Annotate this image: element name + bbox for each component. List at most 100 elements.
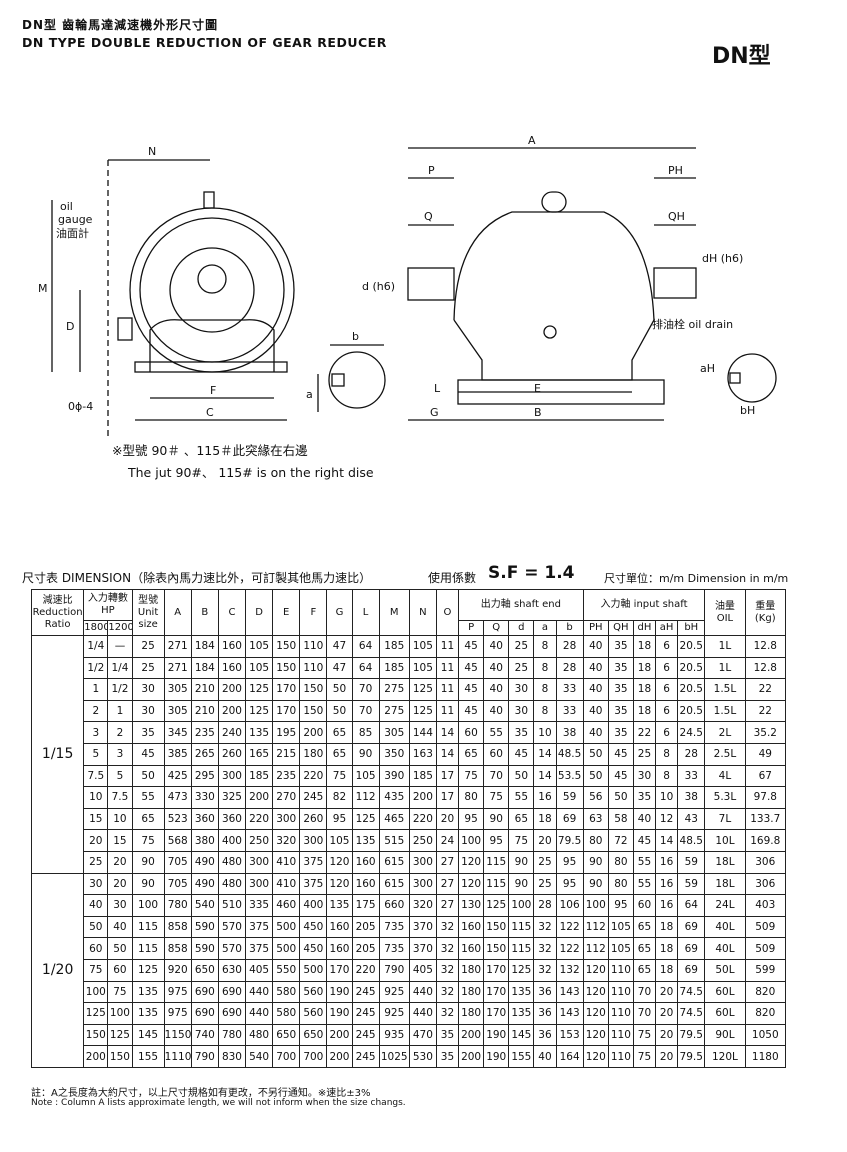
table-cell: 200: [245, 786, 274, 809]
table-cell: 270: [272, 786, 301, 809]
table-cell: 530: [408, 1045, 437, 1068]
table-cell: 700: [272, 1045, 301, 1068]
table-cell: 200: [326, 1045, 353, 1068]
housing-outer-circle: [129, 207, 295, 373]
table-cell: 6: [655, 635, 679, 658]
table-cell: 30: [131, 678, 165, 701]
table-cell: 200: [299, 721, 328, 744]
table-cell: 4L: [704, 764, 746, 788]
table-cell: 32: [435, 1002, 460, 1025]
table-cell: 450: [299, 937, 328, 960]
table-cell: 858: [163, 937, 192, 960]
table-cell: 410: [272, 872, 301, 896]
table-cell: 11: [435, 678, 460, 701]
table-cell: 170: [483, 980, 510, 1004]
table-cell: 50: [326, 678, 353, 701]
table-cell: 360: [217, 807, 247, 831]
table-cell: 250: [245, 829, 274, 852]
table-cell: 185: [408, 764, 437, 788]
table-cell: 25: [533, 850, 557, 874]
table-cell: 25: [632, 742, 657, 766]
table-cell: 60: [83, 937, 109, 960]
table-cell: 50: [326, 699, 353, 723]
table-cell: 690: [190, 980, 219, 1004]
table-cell: 35.2: [744, 721, 787, 744]
table-cell: 110: [299, 656, 328, 680]
left-base-plate: [134, 361, 288, 373]
table-cell: 935: [378, 1023, 410, 1047]
table-cell: 170: [483, 958, 510, 982]
table-cell: 14: [533, 742, 557, 766]
table-cell: 540: [190, 894, 219, 917]
table-cell: 135: [131, 980, 165, 1004]
table-cell: 115: [483, 850, 510, 874]
table-cell: 6: [655, 656, 679, 680]
table-cell: 345: [163, 721, 192, 744]
housing-inner-circle: [139, 217, 285, 363]
table-cell: 10L: [704, 829, 746, 852]
table-cell: 64: [677, 894, 706, 917]
table-cell: 25: [533, 872, 557, 896]
table-cell: 28: [677, 742, 706, 766]
table-cell: 300: [245, 872, 274, 896]
table-cell: 55: [508, 786, 535, 809]
table-cell: 735: [378, 937, 410, 960]
table-cell: 50: [582, 742, 609, 766]
table-cell: 32: [533, 915, 557, 939]
table-cell: 480: [245, 1023, 274, 1047]
table-cell: 1L: [704, 656, 746, 680]
table-cell: 55: [131, 786, 165, 809]
table-cell: 150: [272, 656, 301, 680]
table-cell: 12.8: [744, 656, 787, 680]
table-cell: 245: [351, 1002, 380, 1025]
table-cell: 105: [408, 656, 437, 680]
table-cell: 260: [217, 742, 247, 766]
table-cell: 180: [458, 958, 485, 982]
table-cell: 35: [508, 721, 535, 744]
table-cell: 70: [632, 980, 657, 1004]
table-cell: 660: [378, 894, 410, 917]
table-cell: 120L: [704, 1045, 746, 1068]
table-cell: 17: [435, 786, 460, 809]
table-cell: 30: [508, 699, 535, 723]
input-shaft: [653, 267, 697, 299]
table-cell: 16: [533, 786, 557, 809]
table-cell: 7L: [704, 807, 746, 831]
table-cell: 163: [408, 742, 437, 766]
table-cell: 615: [378, 872, 410, 896]
table-cell: 50: [508, 764, 535, 788]
table-cell: 1/2: [107, 678, 133, 701]
table-cell: 15: [83, 807, 109, 831]
col-E: E: [272, 589, 301, 636]
table-cell: 69: [677, 937, 706, 960]
table-cell: 45: [458, 635, 485, 658]
table-cell: 80: [458, 786, 485, 809]
col-dH: dH: [632, 620, 657, 636]
table-cell: 200: [83, 1045, 109, 1068]
table-cell: 405: [245, 958, 274, 982]
table-cell: 27: [435, 872, 460, 896]
table-cell: 205: [351, 915, 380, 939]
table-cell: 59: [677, 850, 706, 874]
table-cell: 705: [163, 850, 192, 874]
table-cell: 60L: [704, 1002, 746, 1025]
table-cell: 49: [744, 742, 787, 766]
table-cell: 79.5: [677, 1023, 706, 1047]
table-cell: 63: [582, 807, 609, 831]
table-cell: 170: [326, 958, 353, 982]
table-cell: 858: [163, 915, 192, 939]
table-cell: 7.5: [83, 764, 109, 788]
table-cell: 370: [408, 915, 437, 939]
table-cell: 8: [533, 678, 557, 701]
table-cell: 7.5: [107, 786, 133, 809]
label-gauge-cn: 油面計: [56, 226, 89, 240]
table-cell: 170: [483, 1002, 510, 1025]
table-cell: 110: [299, 635, 328, 658]
table-cell: 74.5: [677, 980, 706, 1004]
table-cell: 112: [582, 915, 609, 939]
table-cell: 32: [435, 937, 460, 960]
table-cell: 40: [582, 699, 609, 723]
table-cell: 125: [408, 678, 437, 701]
